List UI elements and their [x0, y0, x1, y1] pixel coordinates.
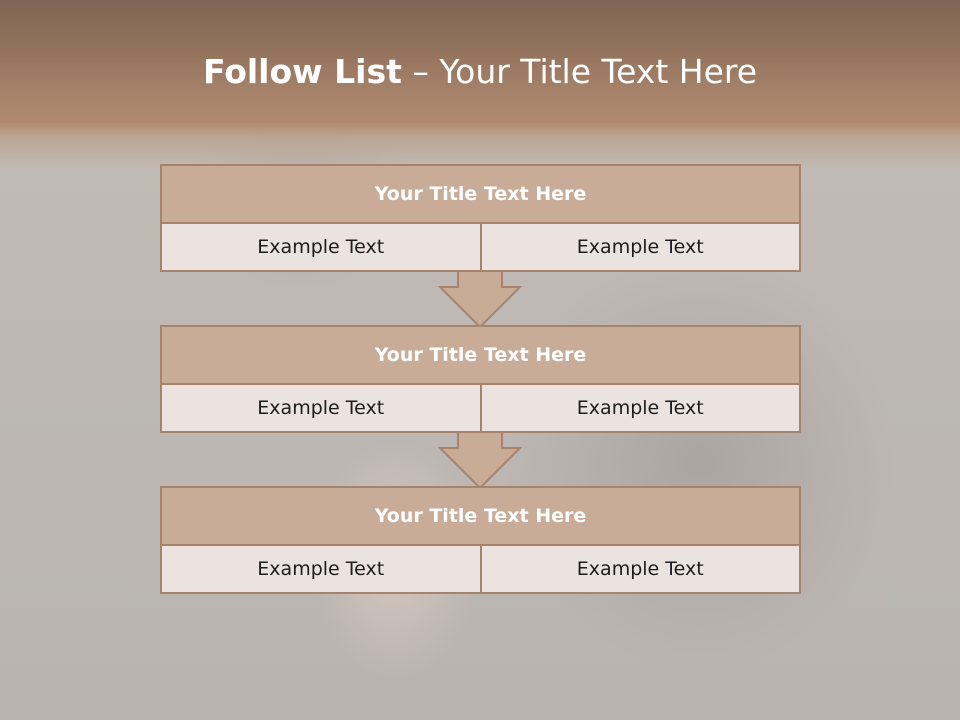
- step-cell-right: Example Text: [479, 224, 799, 270]
- slide-title-rest: – Your Title Text Here: [401, 52, 758, 91]
- step-box-3: Your Title Text Here Example Text Exampl…: [160, 486, 801, 594]
- step-cell-left: Example Text: [162, 385, 480, 431]
- step-cell-right: Example Text: [479, 385, 799, 431]
- step-title: Your Title Text Here: [162, 488, 799, 546]
- step-cell-right: Example Text: [479, 546, 799, 592]
- down-arrow-icon: [438, 431, 522, 490]
- step-row: Example Text Example Text: [162, 546, 799, 592]
- down-arrow-icon: [438, 270, 522, 329]
- step-cell-left: Example Text: [162, 224, 480, 270]
- step-row: Example Text Example Text: [162, 385, 799, 431]
- step-row: Example Text Example Text: [162, 224, 799, 270]
- step-box-2: Your Title Text Here Example Text Exampl…: [160, 325, 801, 433]
- slide-title-bold: Follow List: [202, 52, 402, 91]
- step-box-1: Your Title Text Here Example Text Exampl…: [160, 164, 801, 272]
- header-band: [0, 0, 960, 170]
- slide-title: Follow List – Your Title Text Here: [0, 52, 960, 91]
- step-title: Your Title Text Here: [162, 327, 799, 385]
- step-cell-left: Example Text: [162, 546, 480, 592]
- step-title: Your Title Text Here: [162, 166, 799, 224]
